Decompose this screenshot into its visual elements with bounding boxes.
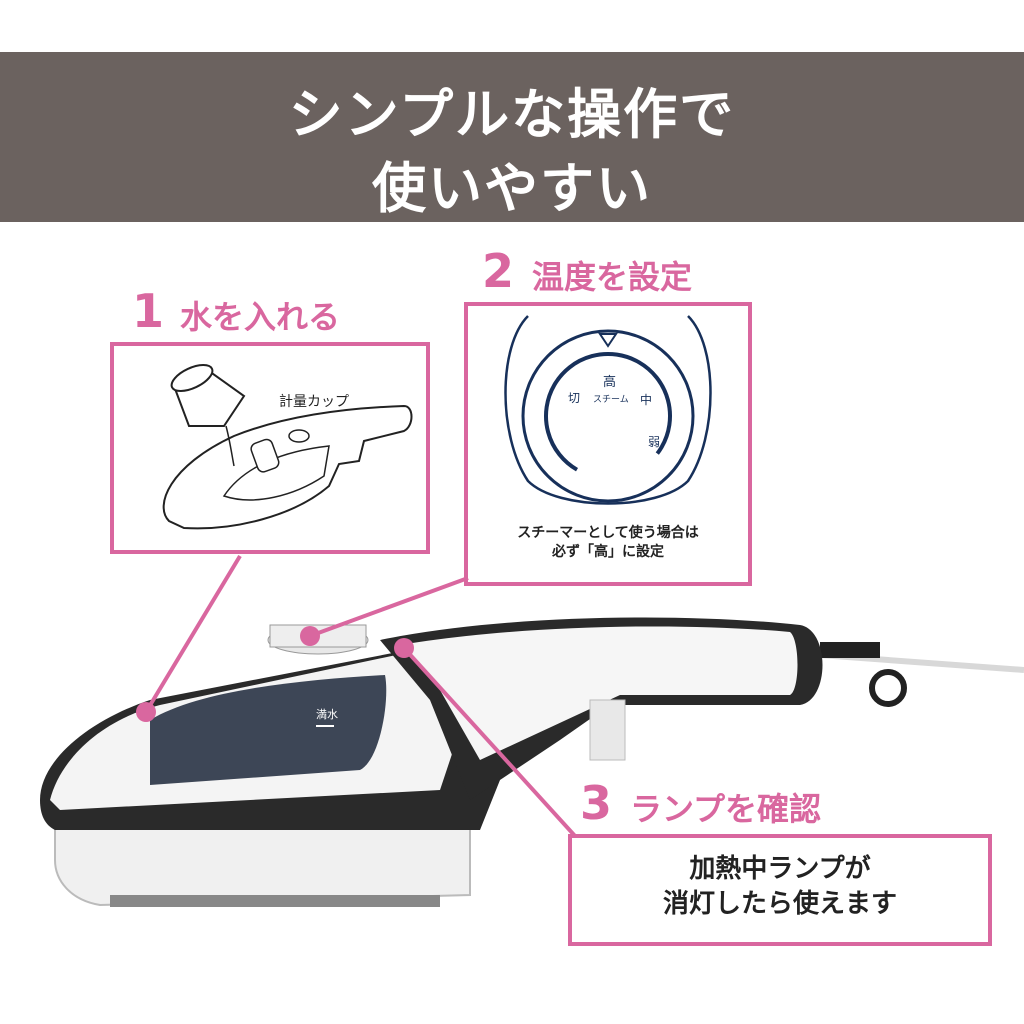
step-3-number: 3 xyxy=(580,776,613,830)
step-3-note-line-1: 加熱中ランプが xyxy=(689,854,871,884)
step-1-number: 1 xyxy=(132,284,165,338)
step-1-title: 水を入れる xyxy=(180,298,341,336)
step-2-title: 温度を設定 xyxy=(532,258,693,296)
dial-low-label: 弱 xyxy=(648,435,660,449)
step-2-note-line-2: 必ず「高」に設定 xyxy=(552,543,664,560)
headline-line-2: 使いやすい xyxy=(372,157,652,220)
headline-line-1: シンプルな操作で xyxy=(288,83,736,146)
step-2-note-line-1: スチーマーとして使う場合は xyxy=(517,525,699,541)
measuring-cup-label: 計量カップ xyxy=(279,394,349,410)
step-3-note-line-2: 消灯したら使えます xyxy=(662,889,897,920)
step-2-number: 2 xyxy=(482,244,515,298)
dial-off-label: 切 xyxy=(568,391,580,405)
step-2-note: スチーマーとして使う場合は 必ず「高」に設定 xyxy=(468,524,748,562)
step-3-marker xyxy=(394,638,414,658)
header-banner: シンプルな操作で 使いやすい xyxy=(0,52,1024,222)
step-3-note: 加熱中ランプが 消灯したら使えます xyxy=(572,852,988,922)
step-2-marker xyxy=(300,626,320,646)
temperature-dial-illustration: 高 スチーム 中 弱 切 xyxy=(504,315,712,505)
step-1-marker xyxy=(136,702,156,722)
step-3-title: ランプを確認 xyxy=(630,790,822,828)
dial-steam-label: スチーム xyxy=(593,394,629,405)
dial-high-label: 高 xyxy=(603,374,616,390)
dial-mid-label: 中 xyxy=(640,392,652,407)
step-1-panel: 計量カップ xyxy=(110,342,430,554)
step-3-panel: 加熱中ランプが 消灯したら使えます xyxy=(568,834,992,946)
step-2-panel: 高 スチーム 中 弱 切 スチーマーとして使う場合は 必ず「高」に設定 xyxy=(464,302,752,586)
full-water-label: 満水 xyxy=(316,708,338,721)
water-filling-illustration: 計量カップ xyxy=(162,364,413,530)
